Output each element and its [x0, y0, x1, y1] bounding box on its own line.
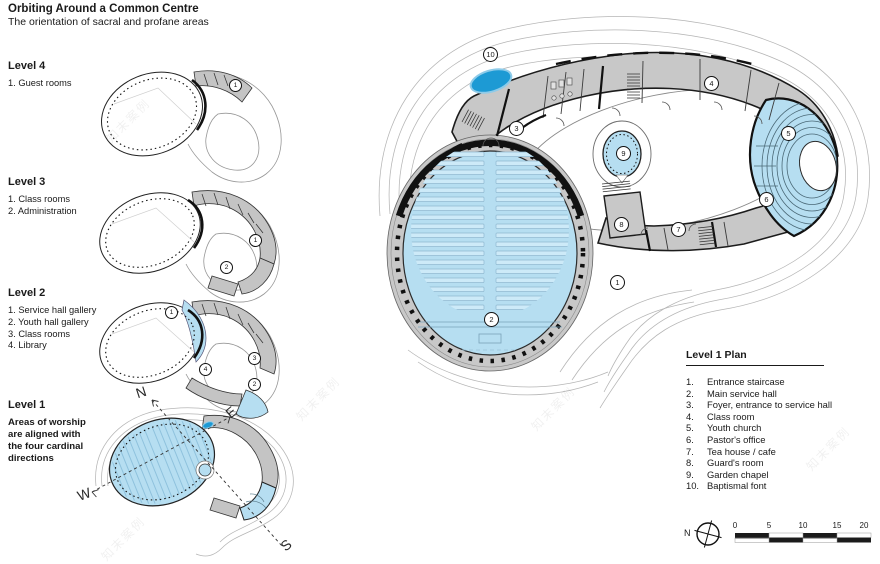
level3-item: 1. Class rooms [8, 194, 70, 204]
level2-callout: 1 [165, 306, 178, 319]
legend-item: 1.Entrance staircase [686, 376, 785, 387]
plan-callout-tea-house: 7 [671, 222, 686, 237]
title-block: Orbiting Around a Common Centre The orie… [8, 3, 209, 29]
legend-item: 6.Pastor's office [686, 433, 766, 445]
main-plan [378, 16, 870, 409]
legend-list: 1.Entrance staircase 2.Main service hall… [686, 376, 862, 492]
youth-church [748, 97, 839, 238]
legend-item: 10.Baptismal font [686, 480, 767, 492]
scale-tick: 15 [832, 521, 842, 530]
scale-bar [694, 520, 872, 548]
north-arrow-label: N [684, 528, 691, 538]
plan-callout-class-room: 4 [704, 76, 719, 91]
baptismal-font [469, 68, 513, 94]
scale-tick: 0 [732, 521, 738, 530]
legend-item: 5.Youth church [686, 422, 762, 434]
plan-callout-garden-chapel: 9 [616, 146, 631, 161]
level2-heading: Level 2 [8, 287, 46, 299]
level2-callout: 4 [199, 363, 212, 376]
level3-diagram [99, 190, 280, 303]
scale-tick: 5 [766, 521, 772, 530]
level2-item: 1. Service hall gallery [8, 305, 97, 315]
plan-callout-main-hall: 2 [484, 312, 499, 327]
page-subtitle: The orientation of sacral and profane ar… [8, 16, 209, 28]
level1-note: Areas of worship are aligned with the fo… [8, 417, 86, 464]
main-service-hall [386, 134, 594, 372]
youth-stage [799, 140, 837, 192]
level3-callout: 1 [249, 234, 262, 247]
level4-diagram [101, 70, 282, 183]
level2-callout: 3 [248, 352, 261, 365]
level4-item: 1. Guest rooms [8, 78, 72, 88]
level4-heading: Level 4 [8, 60, 46, 72]
level3-heading: Level 3 [8, 176, 46, 188]
level2-item: 2. Youth hall gallery [8, 316, 89, 327]
plan-callout-pastors-office: 6 [759, 192, 774, 207]
level2-text: Level 2 1. Service hall gallery 2. Youth… [8, 287, 108, 352]
level3-item: 2. Administration [8, 205, 77, 216]
plan-callout-guard-room: 8 [614, 217, 629, 232]
page-title: Orbiting Around a Common Centre [8, 3, 199, 15]
plan-callout-entrance: 1 [610, 275, 625, 290]
doors [482, 101, 763, 236]
plan-callout-baptismal-font: 10 [483, 47, 498, 62]
level1-pew-stripes [105, 411, 219, 513]
legend-item: 2.Main service hall [686, 387, 777, 399]
level3-callout: 2 [220, 261, 233, 274]
scale-tick: 20 [859, 521, 869, 530]
legend-title: Level 1 Plan [686, 349, 824, 366]
level4-text: Level 4 1. Guest rooms [8, 60, 108, 90]
level2-item: 3. Class rooms [8, 328, 70, 339]
level3-text: Level 3 1. Class rooms 2. Administration [8, 176, 108, 218]
stairs [461, 73, 715, 246]
level1-text: Level 1 Areas of worship are aligned wit… [8, 399, 108, 465]
level1-heading: Level 1 [8, 399, 46, 411]
scale-tick: 10 [798, 521, 808, 530]
legend-item: 3.Foyer, entrance to service hall [686, 399, 833, 411]
legend: Level 1 Plan 1.Entrance staircase 2.Main… [686, 349, 862, 492]
hall-north-wall [395, 139, 585, 217]
plan-callout-foyer: 3 [509, 121, 524, 136]
legend-item: 8.Guard's room [686, 457, 764, 469]
legend-item: 9.Garden chapel [686, 468, 769, 480]
legend-item: 4.Class room [686, 410, 755, 422]
top-room-band [451, 51, 839, 168]
level2-item: 4. Library [8, 340, 47, 351]
compass-axes [91, 399, 283, 547]
legend-item: 7.Tea house / cafe [686, 445, 776, 457]
level1-diagram [91, 399, 294, 557]
level4-callout: 1 [229, 79, 242, 92]
level2-diagram [99, 299, 280, 419]
plan-callout-youth-church: 5 [781, 126, 796, 141]
level2-callout: 2 [248, 378, 261, 391]
room-partitions [431, 51, 780, 252]
toilet-fixtures [550, 77, 573, 101]
